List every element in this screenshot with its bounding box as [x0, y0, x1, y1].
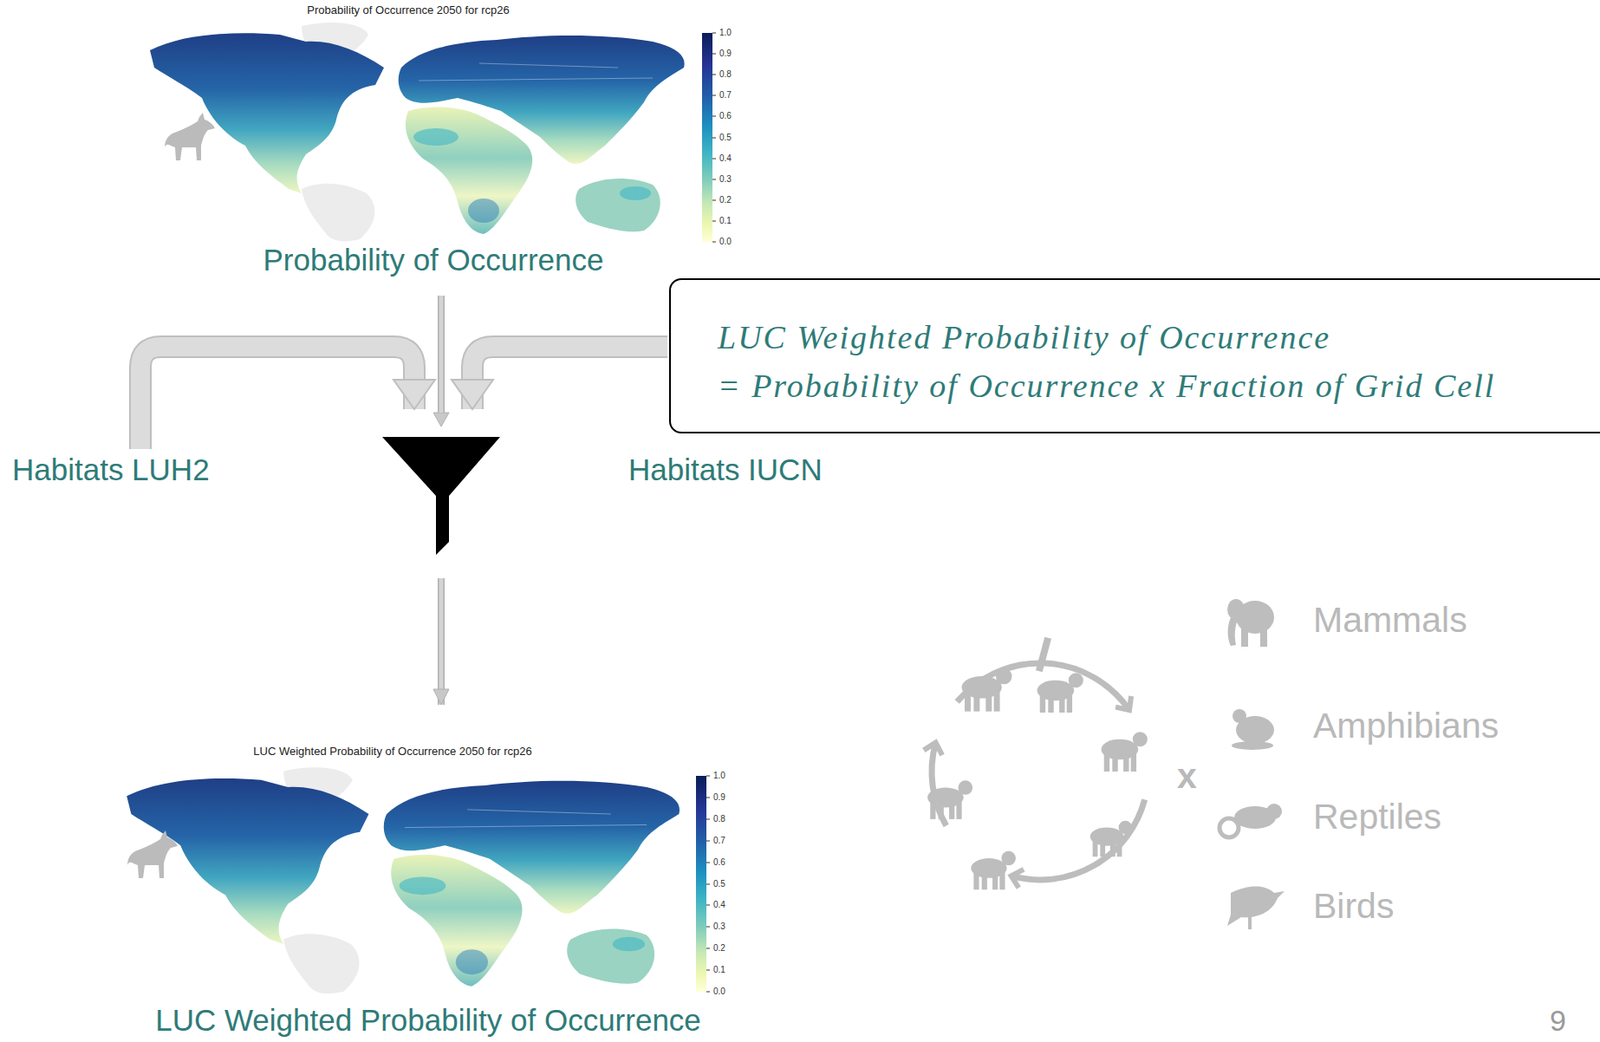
arrow-outline: [472, 346, 668, 410]
tick-label: 0.4: [719, 153, 732, 163]
tick-label: 0.2: [713, 943, 726, 953]
tick-label: 0.5: [713, 878, 726, 889]
input-arrow: [472, 346, 668, 410]
map-title: LUC Weighted Probability of Occurrence 2…: [132, 744, 653, 758]
map-panel: LUC Weighted Probability of Occurrence 2…: [86, 706, 781, 1041]
tick-label: 0.0: [719, 236, 732, 247]
arrow-outline: [437, 295, 445, 705]
arrow-body: [472, 346, 668, 410]
node-text: LUC Weighted Probability of Occurrence: [81, 1002, 775, 1038]
class-label: Mammals: [1313, 599, 1468, 641]
tick-label: 1.0: [713, 770, 726, 781]
node-text: = Probability of Occurrence x Fraction o…: [717, 366, 1496, 405]
class-label: Birds: [1313, 885, 1394, 927]
tick-label: 0.1: [713, 964, 726, 975]
formula-box: LUC Weighted Probability of Occurrence = …: [669, 278, 1600, 434]
tick-label: 0.9: [713, 792, 726, 802]
tick-label: 0.2: [719, 195, 732, 205]
node-text: Probability of Occurrence: [130, 242, 737, 278]
tick-label: 0.5: [719, 132, 732, 143]
arrow-body: [439, 295, 444, 705]
multiply-sign: x: [1177, 755, 1197, 797]
input-arrow: [140, 346, 415, 449]
tick-label: 0.4: [713, 899, 726, 910]
tick-label: 0.3: [719, 174, 732, 184]
arrow-body: [140, 346, 415, 449]
tick-label: 0.6: [719, 110, 732, 121]
node-text: Habitats LUH2: [12, 452, 210, 488]
map-title: Probability of Occurrence 2050 for rcp26: [130, 3, 686, 17]
tick-label: 0.0: [713, 986, 726, 996]
node-text: LUC Weighted Probability of Occurrence: [717, 318, 1331, 357]
arrow-outline: [140, 346, 415, 449]
flow-arrow: [441, 295, 443, 705]
class-label: Amphibians: [1313, 705, 1499, 747]
tick-label: 0.9: [719, 48, 732, 59]
tick-label: 0.8: [713, 813, 726, 824]
tick-label: 0.1: [719, 215, 732, 226]
class-label: Reptiles: [1313, 796, 1442, 838]
input-label: Habitats LUH2: [12, 452, 238, 493]
tick-label: 0.7: [713, 835, 726, 846]
tick-label: 0.3: [713, 921, 726, 931]
tick-label: 0.6: [713, 857, 726, 867]
page-number: 9: [1549, 1003, 1567, 1038]
tick-label: 0.8: [719, 69, 732, 79]
tick-label: 0.7: [719, 90, 732, 100]
input-label: Habitats IUCN: [628, 452, 823, 488]
map-panel: Probability of Occurrence 2050 for rcp26…: [132, 0, 688, 291]
tick-label: 1.0: [719, 27, 732, 38]
